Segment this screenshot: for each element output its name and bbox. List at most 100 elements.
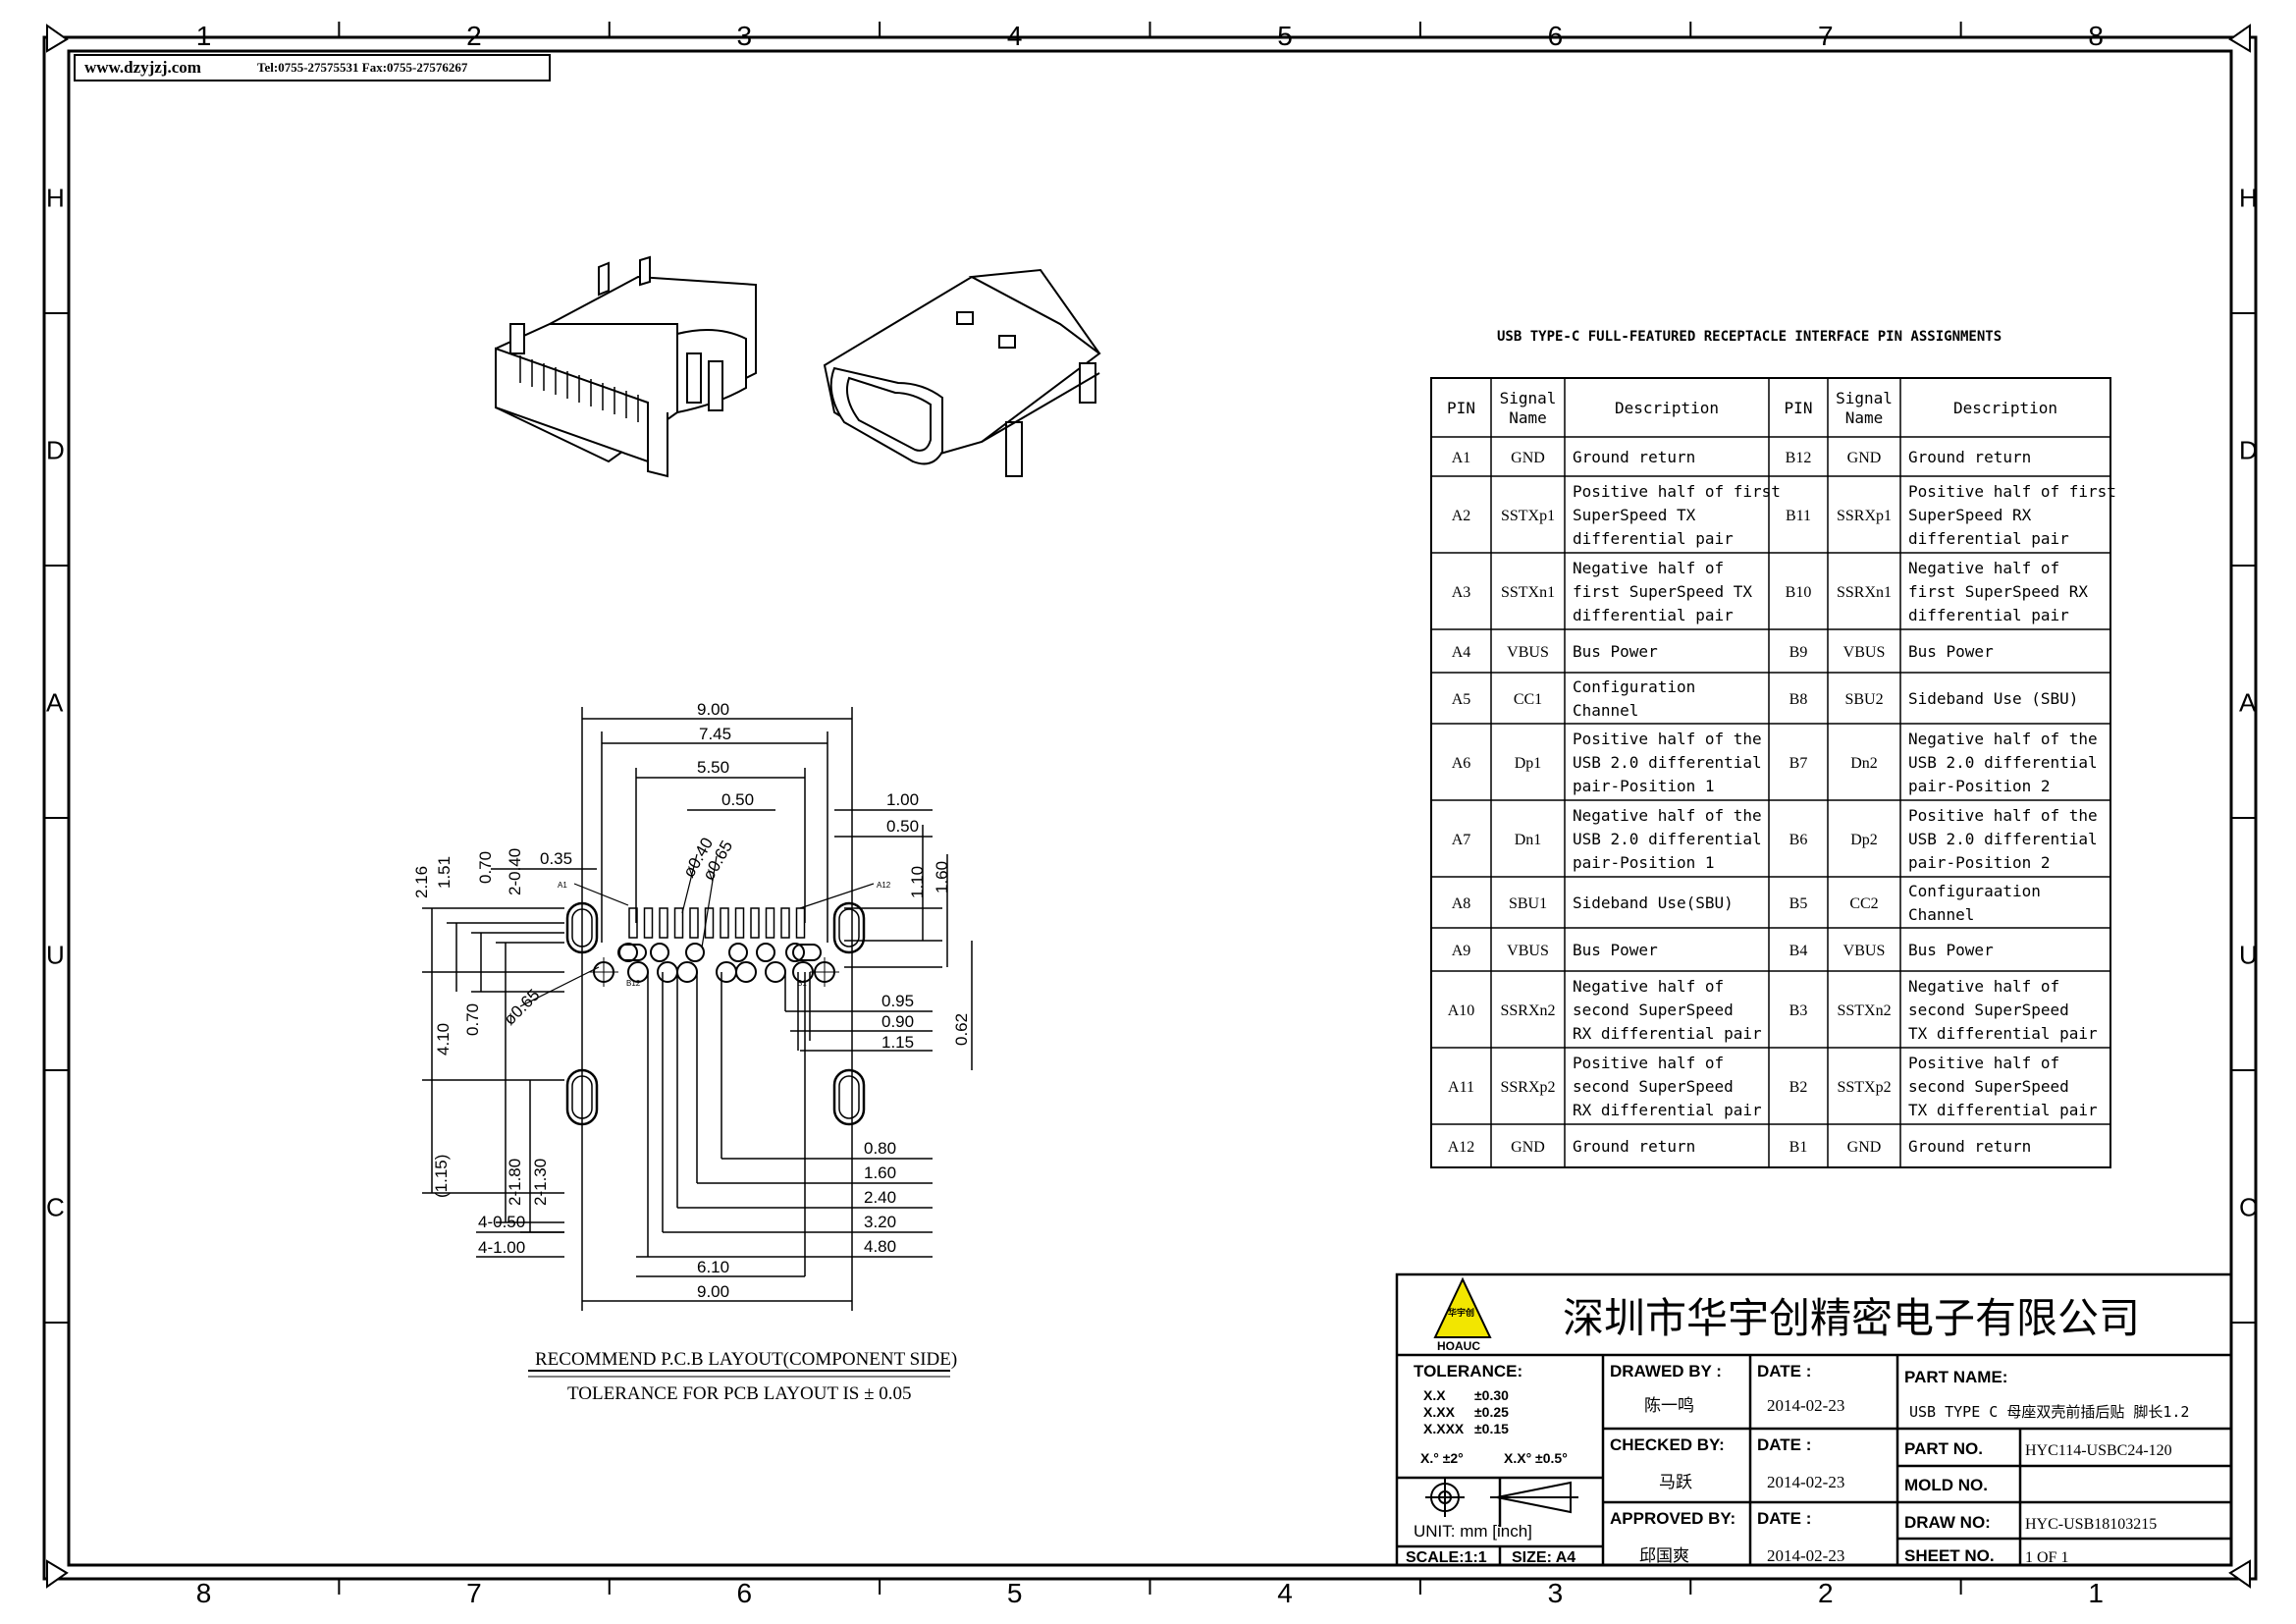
pin-table-title: USB TYPE-C FULL-FEATURED RECEPTACLE INTE… [1497, 329, 2002, 345]
sheet-no-value: 1 OF 1 [2025, 1549, 2068, 1566]
date-value-1: 2014-02-23 [1767, 1396, 1844, 1415]
date-label-1: DATE : [1757, 1362, 1811, 1380]
top-pad [659, 907, 668, 939]
dim-bottom-2-40: 2.40 [864, 1188, 896, 1207]
description-cell: Bus Power [1908, 642, 1994, 661]
top-pad [643, 907, 654, 939]
dim-bottom-6-10: 6.10 [697, 1258, 729, 1276]
frame-col-top: 5 [1277, 21, 1293, 51]
top-pad [734, 907, 745, 939]
description-cell: Bus Power [1908, 941, 1994, 959]
frame-row-left: D [46, 436, 65, 465]
signal-cell: SSRXn2 [1500, 1002, 1555, 1019]
pcb-caption: RECOMMEND P.C.B LAYOUT(COMPONENT SIDE) [535, 1349, 957, 1370]
frame-row-right: A [2239, 688, 2257, 718]
round-pad [765, 961, 786, 983]
description-cell: second SuperSpeed [1908, 1077, 2069, 1096]
description-cell: differential pair [1573, 529, 1734, 548]
pin-cell: A11 [1448, 1079, 1474, 1096]
tol-xxxx: X.XXX [1423, 1421, 1465, 1436]
pin-table-header-cell: Name [1845, 408, 1884, 427]
signal-cell: Dn2 [1850, 755, 1878, 772]
frame-col-top: 4 [1007, 21, 1023, 51]
description-cell: pair-Position 1 [1573, 853, 1715, 872]
approved-by-label: APPROVED BY: [1610, 1509, 1735, 1528]
top-pad [704, 907, 715, 939]
top-pad [720, 907, 729, 939]
date-value-2: 2014-02-23 [1767, 1473, 1844, 1491]
signal-cell: SSTXn2 [1837, 1002, 1891, 1019]
round-pad [785, 943, 805, 962]
signal-cell: SBU1 [1509, 895, 1547, 912]
svg-text:华宇创: 华宇创 [1448, 1307, 1474, 1318]
description-cell: Bus Power [1573, 642, 1658, 661]
dim-bottom-4-0-50: 4-0.50 [478, 1213, 525, 1231]
round-pad [657, 961, 678, 983]
frame-row-left: C [46, 1193, 65, 1222]
description-cell: Positive half of the [1908, 806, 2098, 825]
dim-right-0-90: 0.90 [881, 1012, 914, 1031]
frame-row-right: C [2239, 1193, 2258, 1222]
description-cell: Ground return [1908, 448, 2031, 466]
oval-pad [792, 944, 822, 961]
top-pad [689, 907, 699, 939]
signal-cell: SSTXp1 [1501, 508, 1555, 524]
pin-table-header-cell: Signal [1500, 389, 1557, 407]
description-cell: pair-Position 1 [1573, 777, 1715, 795]
frame-row-left: U [46, 941, 65, 970]
scale-label: SCALE:1:1 [1406, 1549, 1487, 1566]
top-pad [780, 907, 790, 939]
dim-left-2-1-80: 2-1.80 [506, 1159, 524, 1206]
description-cell: differential pair [1573, 606, 1734, 624]
signal-cell: SSTXp2 [1837, 1079, 1891, 1096]
signal-cell: SBU2 [1844, 691, 1883, 708]
dim-bottom-1-60: 1.60 [864, 1164, 896, 1182]
description-cell: Bus Power [1573, 941, 1658, 959]
description-cell: first SuperSpeed RX [1908, 582, 2088, 601]
description-cell: RX differential pair [1573, 1101, 1762, 1119]
title-block [1395, 1272, 2233, 1567]
signal-cell: GND [1511, 450, 1545, 466]
description-cell: pair-Position 2 [1908, 853, 2051, 872]
tol-xx: X.X [1423, 1387, 1446, 1403]
tol-xxxx-val: ±0.15 [1474, 1421, 1509, 1436]
pin-cell: A1 [1452, 450, 1471, 466]
frame-col-bottom: 4 [1277, 1578, 1293, 1608]
description-cell: Positive half of the [1573, 730, 1762, 748]
frame-col-bottom: 5 [1007, 1578, 1023, 1608]
dim-bottom-9-00: 9.00 [697, 1282, 729, 1301]
description-cell: Positive half of [1908, 1054, 2059, 1072]
signal-cell: SSRXn1 [1837, 584, 1892, 601]
description-cell: Channel [1908, 905, 1974, 924]
frame-col-top: 7 [1818, 21, 1834, 51]
dim-top-0-50b: 0.50 [886, 817, 919, 836]
description-cell: Sideband Use (SBU) [1908, 689, 2078, 708]
dim-left-2-0-40: 2-0.40 [506, 848, 524, 895]
part-no-value: HYC114-USBC24-120 [2025, 1442, 2172, 1459]
frame-col-bottom: 8 [196, 1578, 212, 1608]
part-name-label: PART NAME: [1904, 1368, 2007, 1386]
round-pad [728, 943, 748, 962]
description-cell: USB 2.0 differential [1908, 830, 2098, 848]
dim-left-4-10: 4.10 [434, 1023, 453, 1056]
angle-tol-1: X.° ±2° [1420, 1450, 1464, 1466]
description-cell: Channel [1573, 701, 1638, 720]
frame-col-top: 6 [1548, 21, 1564, 51]
frame-col-bottom: 2 [1818, 1578, 1834, 1608]
top-pad [628, 907, 638, 939]
frame-col-bottom: 7 [466, 1578, 482, 1608]
description-cell: Negative half of the [1573, 806, 1762, 825]
description-cell: Ground return [1573, 448, 1695, 466]
unit-label: UNIT: mm [inch] [1414, 1522, 1532, 1541]
drawn-by-label: DRAWED BY : [1610, 1362, 1722, 1380]
description-cell: Negative half of [1908, 977, 2059, 996]
dim-top-7-45: 7.45 [699, 725, 731, 743]
pcb-dimension-labels: 9.00 7.45 5.50 0.50 1.00 0.50 0.35 2.16 … [412, 700, 971, 1301]
part-no-label: PART NO. [1904, 1439, 1983, 1458]
pin-table-header-cell: PIN [1785, 399, 1813, 417]
top-pad [750, 907, 760, 939]
signal-cell: Dn1 [1515, 832, 1542, 848]
description-cell: Negative half of the [1908, 730, 2098, 748]
